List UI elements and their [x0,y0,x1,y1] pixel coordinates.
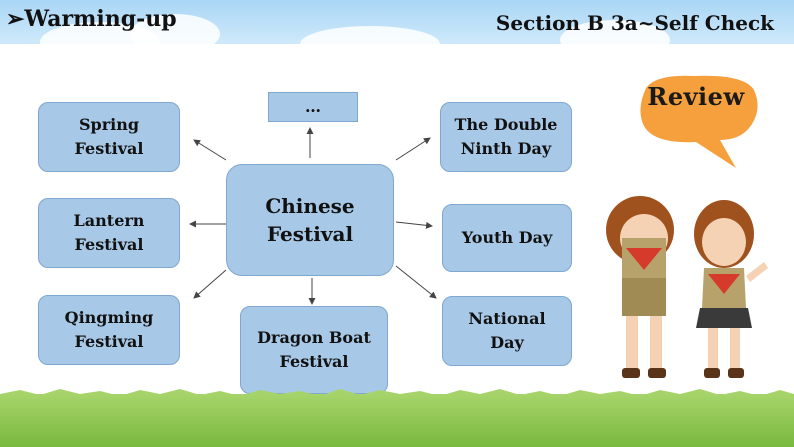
mindmap-node-more: … [268,92,358,122]
mindmap-center-chinese-festival: Chinese Festival [226,164,394,276]
arrow-double-ninth [395,137,431,161]
mindmap-node-spring-festival: Spring Festival [38,102,180,172]
arrow-qingming [193,269,227,299]
review-speech-bubble [640,75,758,168]
grass-ground [0,394,794,447]
scout-children-illustration [606,196,768,378]
arrow-national-day [395,265,437,299]
arrow-youth-day [395,221,433,229]
cloud [40,22,160,44]
mindmap-node-national-day: National Day [442,296,572,366]
arrow-spring [193,139,227,161]
cloud [130,14,220,44]
mindmap-node-lantern-festival: Lantern Festival [38,198,180,268]
page-title: ➢Warming-up [6,6,177,32]
mindmap-node-qingming-festival: Qingming Festival [38,295,180,365]
sky-banner [0,0,794,44]
mindmap-node-dragon-boat-festival: Dragon Boat Festival [240,306,388,394]
mindmap-node-double-ninth-day: The Double Ninth Day [440,102,572,172]
cloud [300,26,440,44]
mindmap-node-youth-day: Youth Day [442,204,572,272]
review-label: Review [647,82,745,111]
section-title: Section B 3a~Self Check [495,11,774,35]
